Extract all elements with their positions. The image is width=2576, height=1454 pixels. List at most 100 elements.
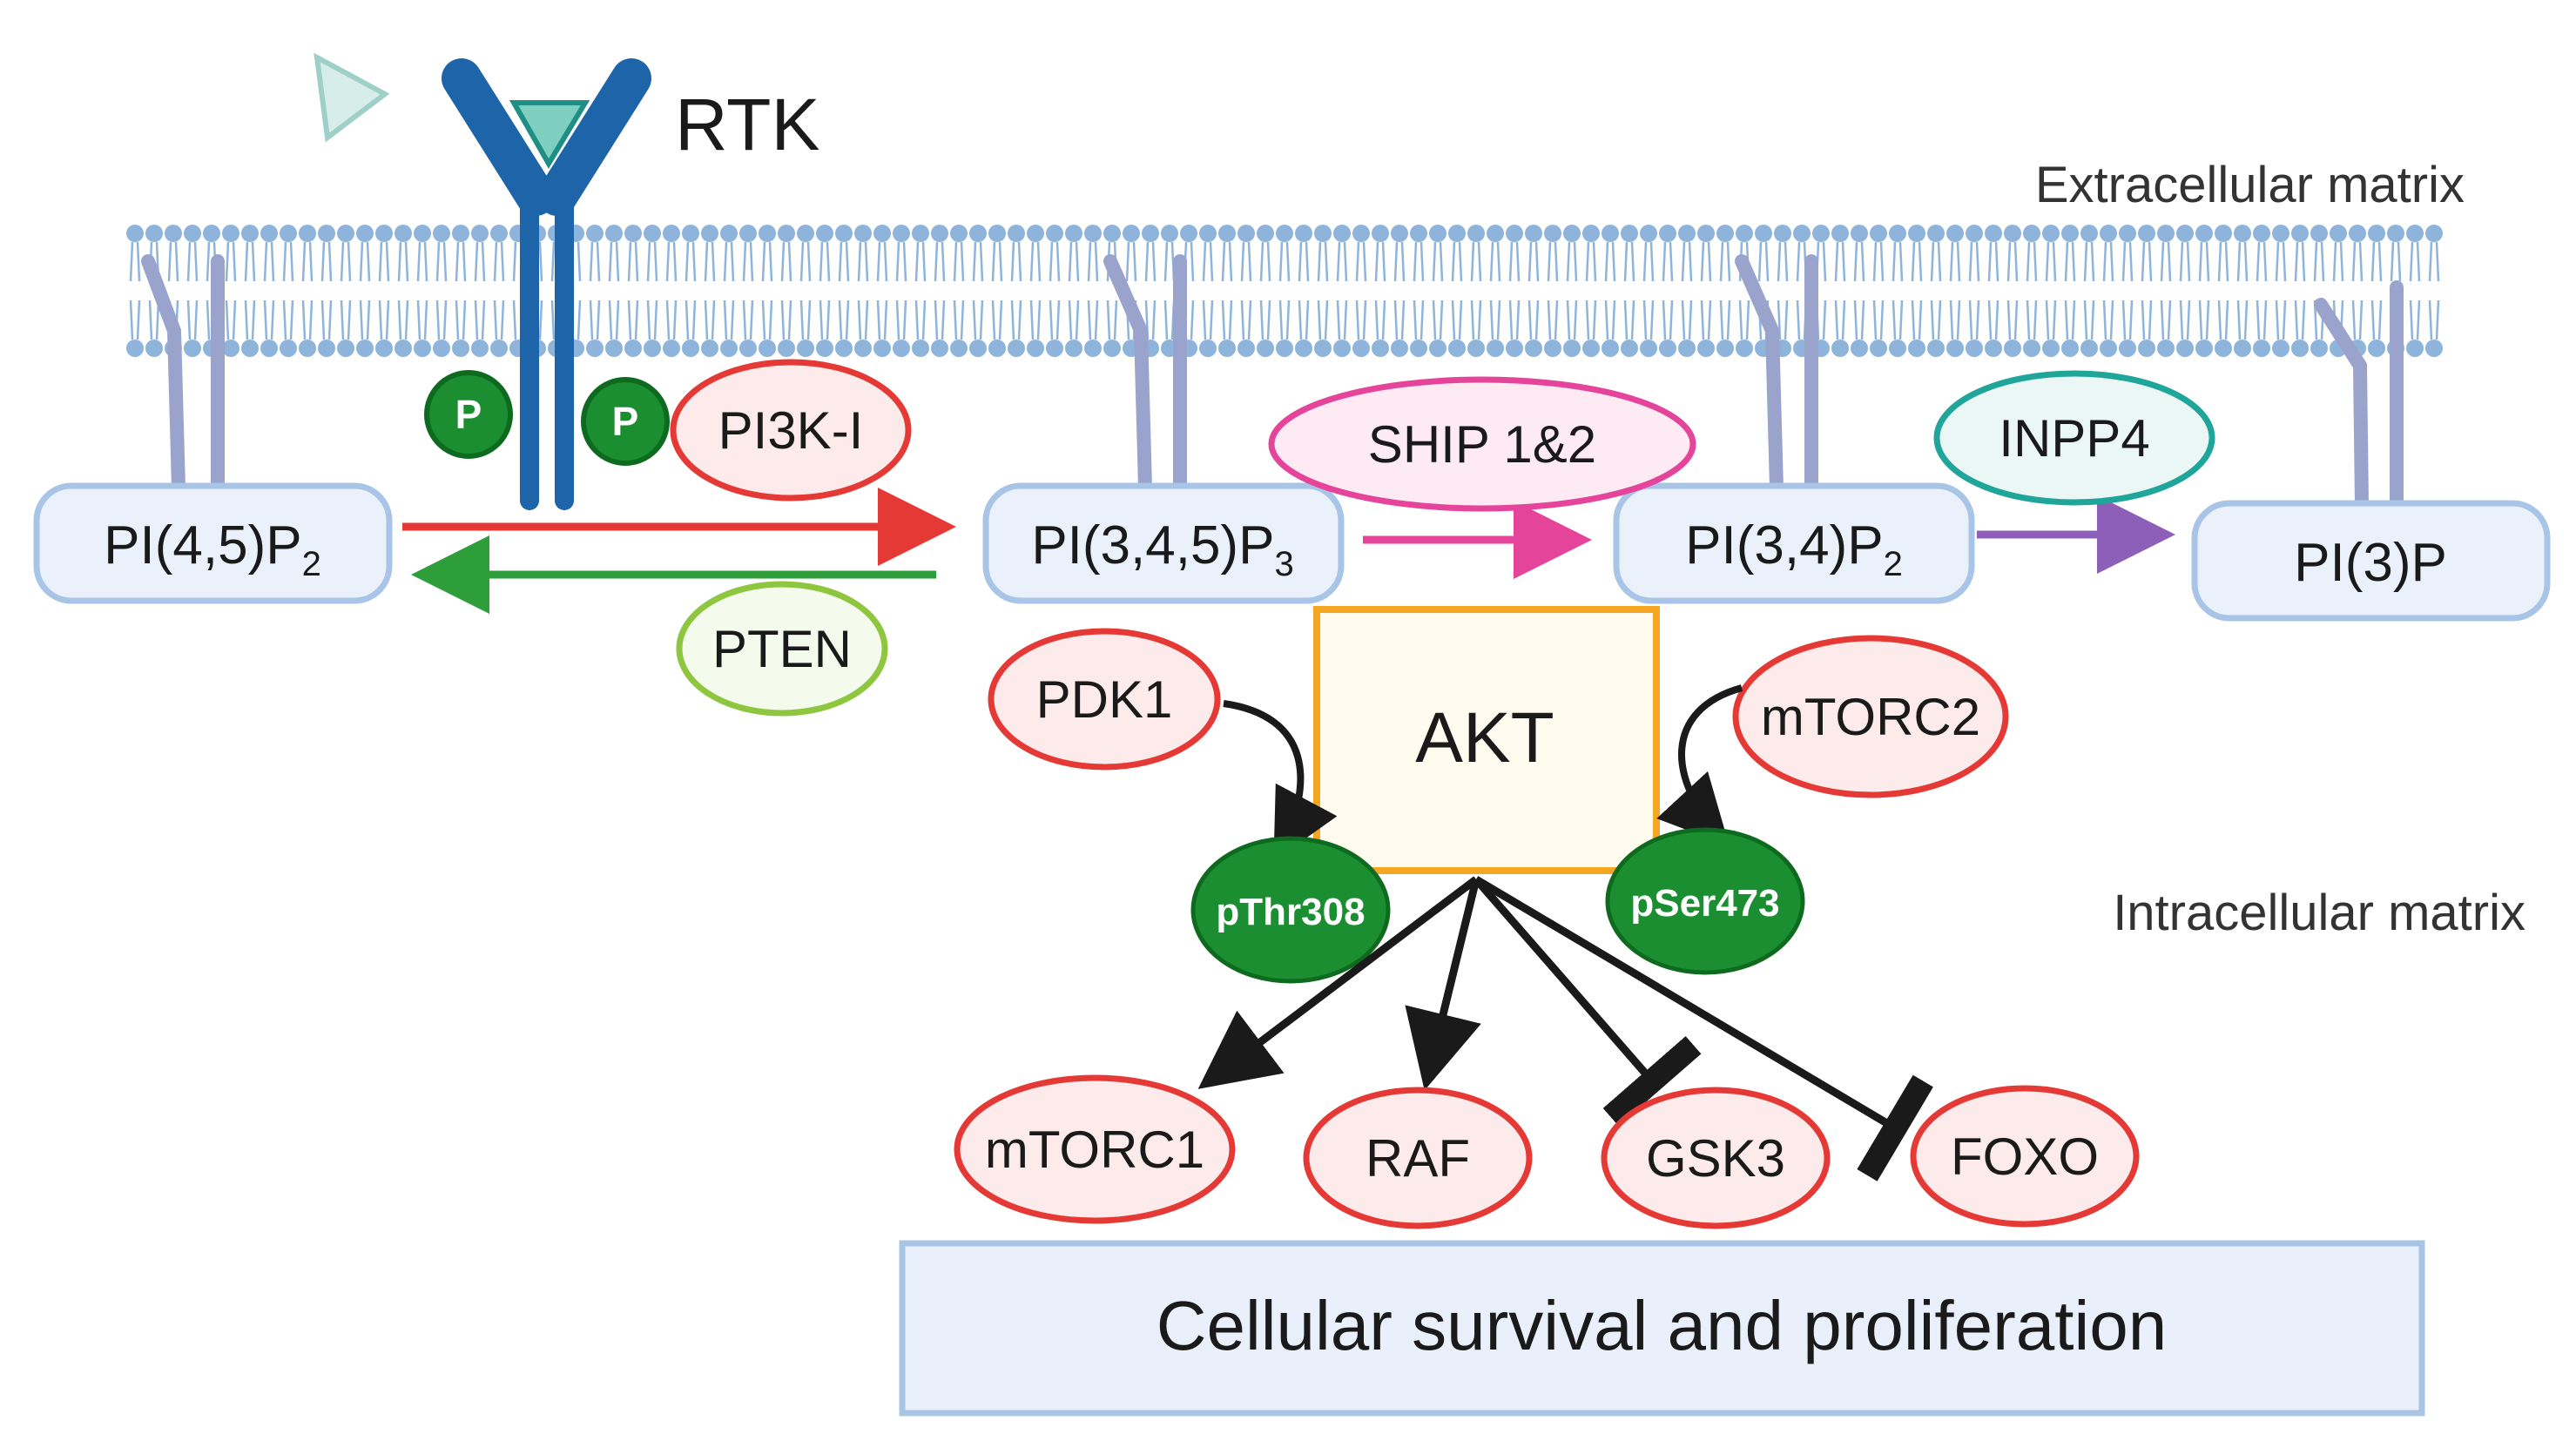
- membrane-tail: [2064, 241, 2076, 282]
- membrane-tail: [991, 300, 1003, 340]
- membrane-tail: [359, 241, 371, 282]
- membrane-tail: [244, 241, 256, 282]
- membrane-tail: [2160, 241, 2172, 282]
- membrane-head: [1180, 225, 1197, 242]
- membrane-tail: [1930, 300, 1942, 340]
- membrane-head: [2368, 340, 2385, 357]
- membrane-head: [988, 340, 1006, 357]
- membrane-tail: [1566, 300, 1578, 340]
- pi345p3-subscript: 3: [1274, 545, 1293, 583]
- membrane-head: [1391, 340, 1408, 357]
- membrane-head: [260, 340, 278, 357]
- membrane-head: [1870, 340, 1887, 357]
- membrane-tail: [435, 241, 448, 282]
- membrane-tail: [1317, 241, 1329, 282]
- membrane-head: [1946, 225, 1964, 242]
- membrane-tail: [1259, 241, 1271, 282]
- membrane-tail: [1662, 300, 1674, 340]
- membrane-tail: [1987, 300, 1999, 340]
- svg-text:PI(3)P: PI(3)P: [2294, 533, 2447, 593]
- membrane-head: [1659, 340, 1676, 357]
- membrane-tail: [684, 300, 697, 340]
- membrane-head: [854, 340, 872, 357]
- membrane-head: [969, 340, 987, 357]
- membrane-head: [1525, 340, 1542, 357]
- membrane-head: [854, 225, 872, 242]
- membrane-head: [893, 225, 910, 242]
- membrane-head: [1333, 225, 1351, 242]
- rtk-label: RTK: [675, 84, 819, 165]
- membrane-head: [490, 225, 508, 242]
- membrane-tail: [1949, 241, 1961, 282]
- membrane-tail: [1029, 241, 1042, 282]
- membrane-tail: [2083, 300, 2095, 340]
- membrane-head: [2042, 340, 2060, 357]
- membrane-tail: [1527, 300, 1540, 340]
- membrane-tail: [148, 300, 160, 340]
- membrane-tail: [1757, 241, 1770, 282]
- membrane-head: [969, 225, 987, 242]
- membrane-head: [816, 340, 833, 357]
- membrane-head: [1467, 340, 1485, 357]
- membrane-tail: [1604, 241, 1616, 282]
- membrane-head: [145, 340, 163, 357]
- membrane-head: [1736, 340, 1753, 357]
- membrane-head: [2023, 225, 2040, 242]
- membrane-tail: [1374, 241, 1386, 282]
- membrane-head: [1084, 340, 1102, 357]
- pi34p2-subscript: 2: [1884, 545, 1903, 583]
- membrane-head: [835, 225, 853, 242]
- membrane-head: [644, 225, 661, 242]
- membrane-head: [126, 225, 144, 242]
- membrane-head: [663, 340, 680, 357]
- membrane-head: [414, 340, 431, 357]
- membrane-head: [912, 340, 929, 357]
- membrane-tail: [301, 300, 314, 340]
- membrane-tail: [1470, 300, 1482, 340]
- ser473-label: pSer473: [1630, 882, 1779, 925]
- membrane-head: [1908, 225, 1925, 242]
- membrane-tail: [2351, 241, 2364, 282]
- membrane-tail: [2121, 300, 2134, 340]
- membrane-tail: [2370, 241, 2383, 282]
- thr308-label: pThr308: [1216, 891, 1365, 933]
- membrane-tail: [2026, 300, 2038, 340]
- foxo-label: FOXO: [1951, 1128, 2099, 1186]
- membrane-tail: [684, 241, 697, 282]
- membrane-tail: [1566, 241, 1578, 282]
- ligand-triangle-icon: [314, 52, 390, 143]
- membrane-tail: [1355, 241, 1367, 282]
- membrane-head: [1314, 225, 1332, 242]
- membrane-tail: [1949, 300, 1961, 340]
- membrane-head: [912, 225, 929, 242]
- membrane-head: [2349, 225, 2366, 242]
- membrane-head: [2100, 340, 2117, 357]
- membrane-tail: [1738, 300, 1750, 340]
- membrane-head: [1257, 225, 1274, 242]
- membrane-tail: [2141, 241, 2153, 282]
- membrane-head: [1372, 225, 1389, 242]
- membrane-head: [1199, 340, 1217, 357]
- outcome-label: Cellular survival and proliferation: [1157, 1287, 2168, 1364]
- membrane-tail: [627, 241, 639, 282]
- membrane-head: [988, 225, 1006, 242]
- membrane-tail: [2198, 241, 2210, 282]
- membrane-tail: [1163, 300, 1176, 340]
- phosphate-1: P: [424, 370, 513, 459]
- membrane-head: [2042, 225, 2060, 242]
- membrane-head: [1582, 225, 1600, 242]
- membrane-tail: [2236, 300, 2249, 340]
- membrane-tail: [1585, 300, 1597, 340]
- membrane-tail: [1010, 241, 1022, 282]
- membrane-head: [337, 340, 354, 357]
- membrane-head: [2272, 225, 2289, 242]
- membrane-tail: [359, 300, 371, 340]
- membrane-tail: [665, 300, 678, 340]
- membrane-head: [1103, 225, 1121, 242]
- membrane-head: [2425, 225, 2443, 242]
- membrane-head: [126, 340, 144, 357]
- membrane-tail: [1930, 241, 1942, 282]
- membrane-head: [1008, 225, 1025, 242]
- membrane-tail: [914, 300, 927, 340]
